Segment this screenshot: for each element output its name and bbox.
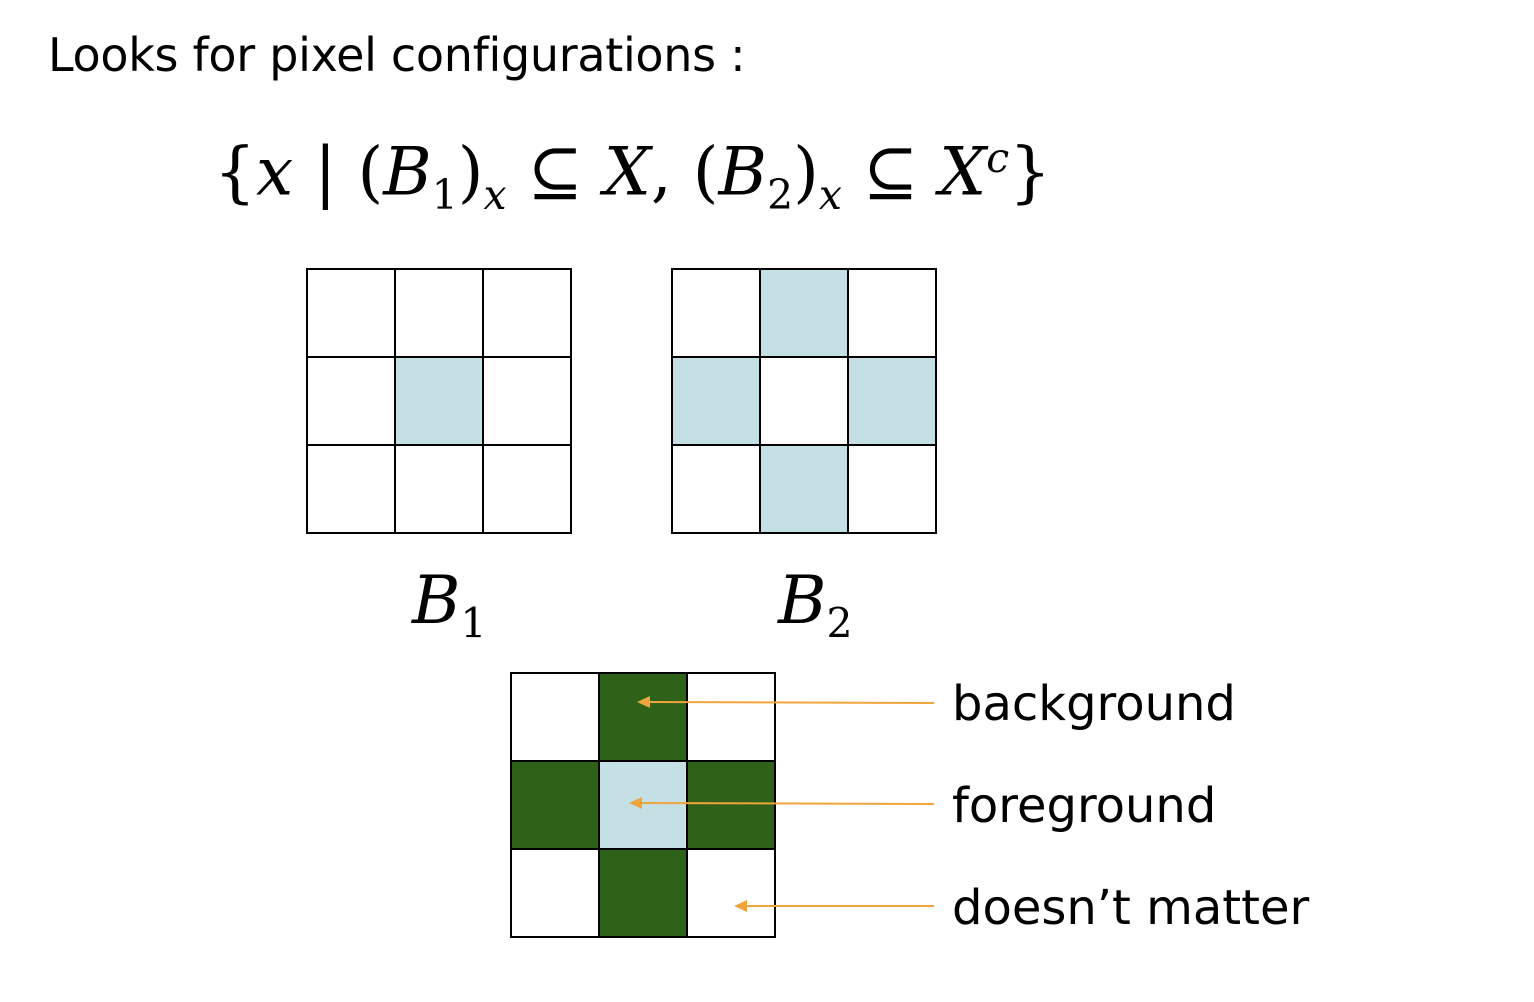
- formula-subseteq-1: ⊆: [506, 133, 604, 211]
- grid-cell-light: [847, 356, 937, 446]
- grid-cell-dark: [510, 760, 600, 850]
- grid-cell-empty: [686, 672, 776, 762]
- grid-row: [671, 268, 937, 358]
- grid-row: [510, 760, 776, 850]
- label-b2-letter: B: [778, 562, 827, 639]
- grid-cell-empty: [394, 268, 484, 358]
- grid-cell-empty: [510, 848, 600, 938]
- grid-cell-dark: [598, 848, 688, 938]
- grid-row: [306, 268, 572, 358]
- formula-b1-index: 1: [431, 170, 458, 219]
- grid-row: [671, 444, 937, 534]
- label-b2: B2: [778, 568, 853, 644]
- grid-row: [306, 444, 572, 534]
- formula-translation-x-1: x: [483, 170, 507, 219]
- formula-b2-index: 2: [767, 170, 794, 219]
- formula-such-that-bar: |: [293, 133, 358, 211]
- formula-open-brace: {: [214, 133, 256, 211]
- formula-paren-close-1: ): [457, 133, 484, 211]
- formula-b2-letter: B: [718, 133, 768, 211]
- formula-var-x: x: [256, 133, 294, 211]
- legend-label-doesnt-matter: doesn’t matter: [952, 880, 1310, 936]
- formula-paren-open-2: (: [692, 133, 719, 211]
- grid-cell-empty: [482, 444, 572, 534]
- structuring-element-b1-grid: [306, 268, 572, 534]
- grid-cell-empty: [510, 672, 600, 762]
- legend-label-foreground: foreground: [952, 778, 1217, 834]
- grid-cell-empty: [482, 268, 572, 358]
- formula-translation-x-2: x: [818, 170, 842, 219]
- legend-label-background: background: [952, 676, 1236, 732]
- label-b2-index: 2: [826, 599, 853, 648]
- formula-set-x: X: [603, 133, 651, 211]
- grid-row: [306, 356, 572, 446]
- formula-paren-close-2: ): [793, 133, 819, 211]
- label-b1-letter: B: [412, 562, 461, 639]
- grid-cell-empty: [671, 268, 761, 358]
- grid-cell-empty: [847, 268, 937, 358]
- formula-subseteq-2: ⊆: [841, 133, 940, 211]
- grid-cell-light: [671, 356, 761, 446]
- formula-paren-open-1: (: [357, 133, 384, 211]
- grid-cell-empty: [686, 848, 776, 938]
- set-definition-formula: {x | (B1)x ⊆ X, (B2)x ⊆ Xc}: [214, 138, 1051, 216]
- structuring-element-b2-grid: [671, 268, 937, 534]
- label-b1-index: 1: [460, 599, 487, 648]
- grid-cell-light: [759, 444, 849, 534]
- grid-cell-light: [394, 356, 484, 446]
- slide-title: Looks for pixel configurations :: [48, 28, 746, 82]
- label-b1: B1: [412, 568, 487, 644]
- grid-cell-empty: [847, 444, 937, 534]
- grid-cell-dark: [598, 672, 688, 762]
- grid-cell-empty: [759, 356, 849, 446]
- grid-cell-empty: [671, 444, 761, 534]
- grid-row: [671, 356, 937, 446]
- formula-close-brace: }: [1009, 133, 1052, 211]
- formula-complement-c: c: [986, 134, 1010, 182]
- combined-hit-or-miss-grid: [510, 672, 776, 938]
- grid-cell-light: [759, 268, 849, 358]
- grid-cell-empty: [394, 444, 484, 534]
- grid-cell-empty: [306, 268, 396, 358]
- formula-b1-letter: B: [383, 133, 432, 211]
- grid-cell-light: [598, 760, 688, 850]
- grid-cell-empty: [306, 444, 396, 534]
- formula-comma: ,: [650, 133, 693, 211]
- grid-cell-dark: [686, 760, 776, 850]
- grid-cell-empty: [306, 356, 396, 446]
- formula-set-x-complement: X: [939, 133, 987, 211]
- grid-cell-empty: [482, 356, 572, 446]
- grid-row: [510, 848, 776, 938]
- grid-row: [510, 672, 776, 762]
